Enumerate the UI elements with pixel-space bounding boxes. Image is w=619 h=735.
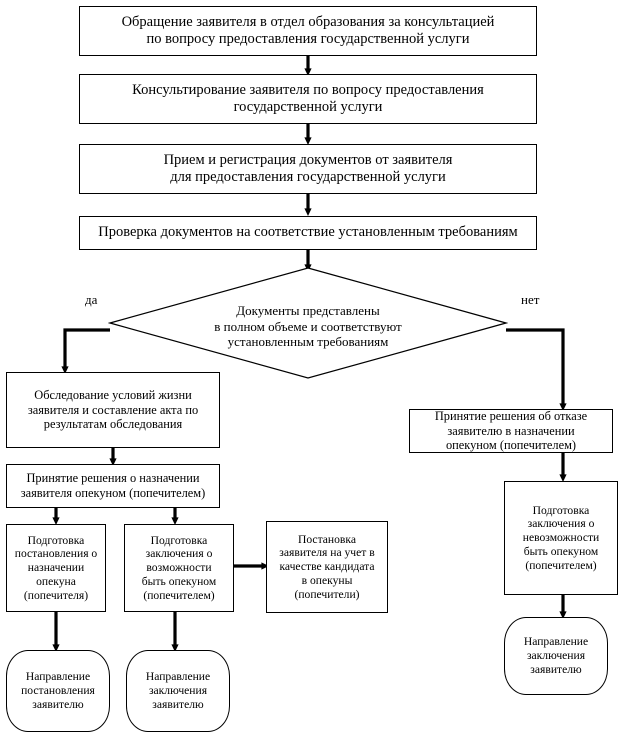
node-prepare-resolution-line1: Подготовка [27,533,85,547]
node-send-conclusion-right-line1: Направление [523,635,589,649]
node-register-candidate-line4: в опекуны [301,573,353,587]
node-document-intake-line1: Прием и регистрация документов от заявит… [163,151,453,168]
node-prepare-conclusion-impossible-line3: невозможности [522,531,600,545]
node-prepare-conclusion-impossible[interactable]: Подготовка заключения о невозможности бы… [504,481,618,595]
node-send-conclusion-left-line2: заключения [148,684,208,698]
node-prepare-conclusion-possible-line5: (попечителем) [143,588,215,602]
node-prepare-conclusion-impossible-line1: Подготовка [532,503,590,517]
node-prepare-resolution-line5: (попечителя) [23,588,89,602]
node-send-conclusion-left[interactable]: Направление заключения заявителю [126,650,230,732]
node-send-conclusion-left-line3: заявителю [152,697,204,711]
node-prepare-conclusion-possible-line2: заключения о [145,547,213,561]
node-document-check-line1: Проверка документов на соответствие уста… [98,224,518,241]
node-application-request-line1: Обращение заявителя в отдел образования … [121,13,495,30]
node-prepare-conclusion-possible-line4: быть опекуном [141,574,217,588]
node-prepare-conclusion-impossible-line2: заключения о [527,517,595,531]
node-decision-documents-complete[interactable] [108,266,508,380]
node-prepare-resolution-line3: назначении [27,561,85,575]
node-decision-label: Документы представлены в полном объеме и… [178,303,438,350]
node-send-conclusion-right-line2: заключения [526,649,586,663]
node-send-resolution-line1: Направление [25,670,91,684]
node-decision-refusal-line3: опекуном (попечителем) [445,438,577,453]
node-prepare-conclusion-possible-line3: возможности [146,561,212,575]
node-send-conclusion-left-line1: Направление [145,670,211,684]
node-prepare-resolution-line2: постановления о [14,547,98,561]
node-prepare-resolution[interactable]: Подготовка постановления о назначении оп… [6,524,106,612]
node-prepare-conclusion-impossible-line5: (попечителем) [525,558,597,572]
node-document-check[interactable]: Проверка документов на соответствие уста… [79,216,537,250]
node-send-resolution-line2: постановления [21,684,95,698]
node-prepare-conclusion-impossible-line4: быть опекуном [523,544,599,558]
node-consultation-line1: Консультирование заявителя по вопросу пр… [132,81,484,98]
node-decision-appoint-guardian[interactable]: Принятие решения о назначении заявителя … [6,464,220,508]
node-register-candidate-line2: заявителя на учет в [279,546,375,560]
node-prepare-conclusion-possible[interactable]: Подготовка заключения о возможности быть… [124,524,234,612]
node-living-conditions-survey-line1: Обследование условий жизни [34,388,192,403]
node-document-intake[interactable]: Прием и регистрация документов от заявит… [79,144,537,194]
node-prepare-resolution-line4: опекуна [36,574,76,588]
node-send-resolution[interactable]: Направление постановления заявителю [6,650,110,732]
node-register-candidate-line1: Постановка [297,532,357,546]
node-decision-refusal-line1: Принятие решения об отказе [434,409,588,424]
node-document-intake-line2: для предоставления государственной услуг… [170,169,446,185]
node-living-conditions-survey-line3: результатам обследования [43,417,183,432]
node-send-conclusion-right[interactable]: Направление заключения заявителю [504,617,608,695]
node-consultation-line2: государственной услуги [233,99,383,115]
node-send-conclusion-right-line3: заявителю [530,662,582,676]
node-decision-line3: установленным требованиям [227,334,389,350]
node-application-request-line2: по вопросу предоставления государственно… [146,31,470,47]
node-register-candidate-line3: качестве кандидата [279,560,375,574]
node-prepare-conclusion-possible-line1: Подготовка [150,533,208,547]
node-decision-refusal-line2: заявителю в назначении [447,423,575,438]
node-register-candidate-line5: (попечители) [294,587,360,601]
node-decision-appoint-guardian-line2: заявителя опекуном (попечителем) [20,486,206,500]
node-living-conditions-survey[interactable]: Обследование условий жизни заявителя и с… [6,372,220,448]
node-send-resolution-line3: заявителю [32,697,84,711]
node-decision-appoint-guardian-line1: Принятие решения о назначении [26,471,200,486]
node-decision-line1: Документы представлены [236,303,380,318]
branch-label-no: нет [521,292,540,307]
node-decision-refusal[interactable]: Принятие решения об отказе заявителю в н… [409,409,613,453]
node-living-conditions-survey-line2: заявителя и составление акта по [27,402,199,417]
node-decision-line2: в полном объеме и соответствуют [214,318,402,334]
branch-label-yes: да [85,292,98,307]
node-consultation[interactable]: Консультирование заявителя по вопросу пр… [79,74,537,124]
node-register-candidate[interactable]: Постановка заявителя на учет в качестве … [266,521,388,613]
node-application-request[interactable]: Обращение заявителя в отдел образования … [79,6,537,56]
